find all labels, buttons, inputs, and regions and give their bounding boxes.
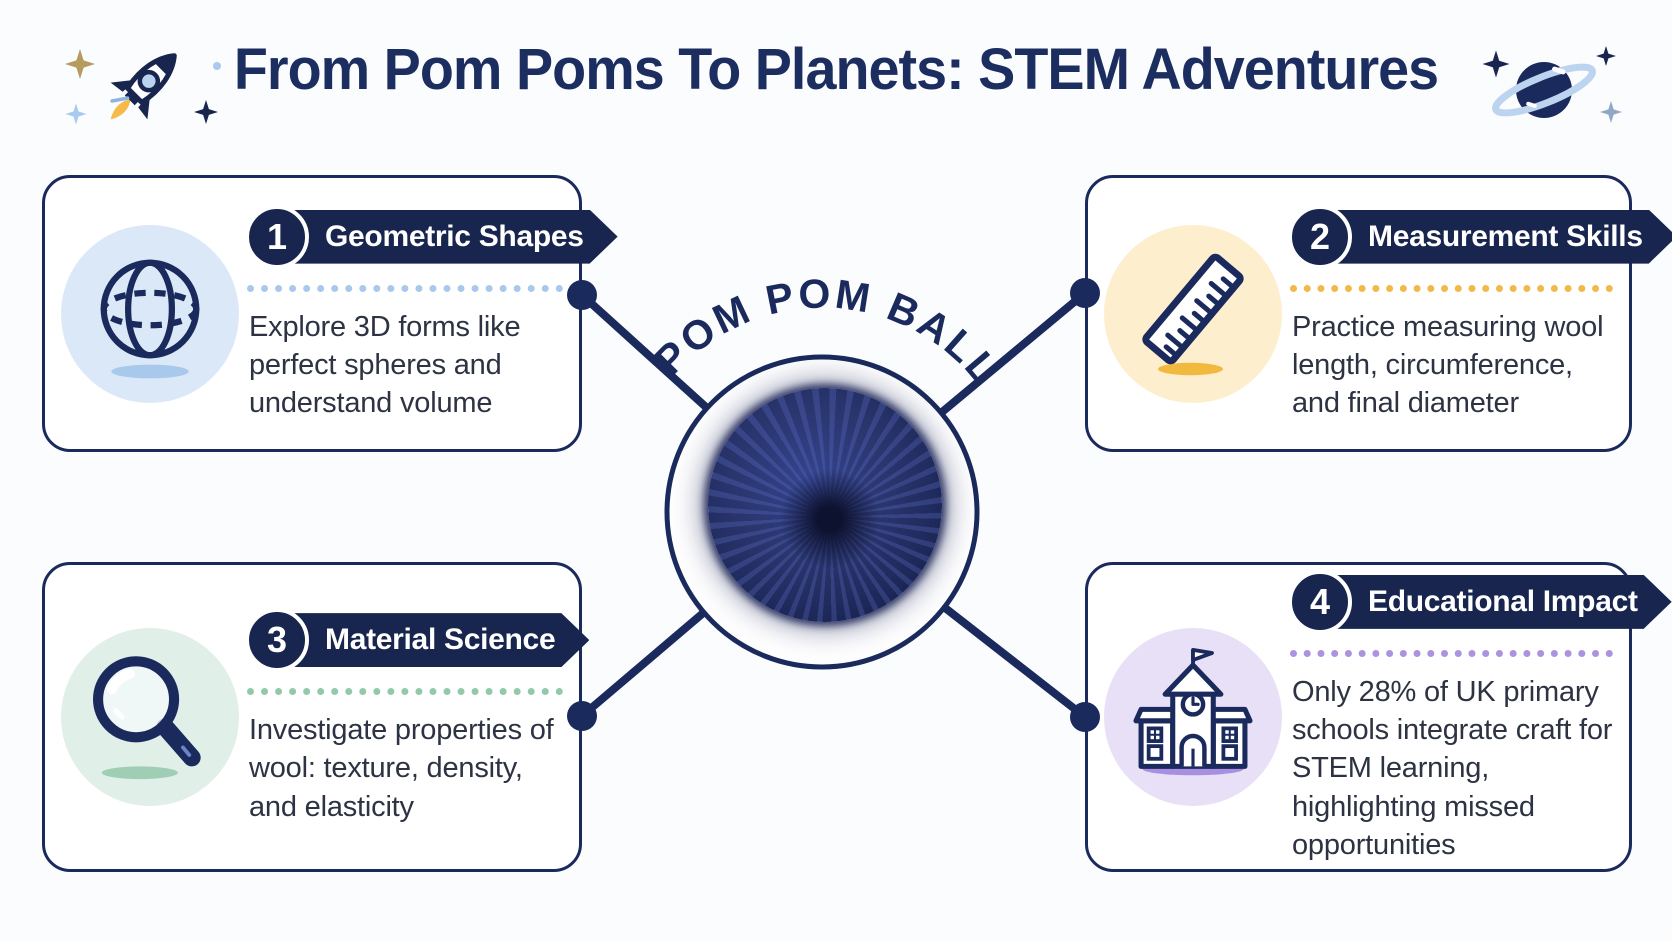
navy-sparkle-icon [1482, 50, 1510, 78]
badge-banner: Measurement Skills [1318, 210, 1672, 264]
dotted-divider [247, 688, 563, 696]
badge-banner: Material Science [275, 613, 589, 667]
card-title: Material Science [325, 623, 556, 657]
blue-sparkle-icon [65, 103, 87, 125]
dotted-divider [1290, 284, 1613, 292]
badge-banner: Geometric Shapes [275, 210, 618, 264]
card-measurement-skills: 2 Measurement Skills Practice measuring … [1085, 175, 1632, 452]
wireframe-sphere-icon [61, 224, 239, 403]
school-building-icon [1104, 628, 1282, 806]
badge-number: 1 [245, 204, 309, 269]
page-title: From Pom Poms To Planets: STEM Adventure… [233, 37, 1439, 102]
card-badge: 1 Geometric Shapes [245, 204, 565, 269]
card-material-science: 3 Material Science Investigate propertie… [42, 562, 582, 872]
card-title: Measurement Skills [1368, 219, 1643, 253]
badge-banner: Educational Impact [1318, 575, 1672, 629]
magnifying-glass-icon [61, 628, 239, 806]
planet-ball [1492, 62, 1596, 118]
card-title: Geometric Shapes [325, 219, 584, 253]
card-educational-impact: 4 Educational Impact Only 28% of UK prim… [1085, 562, 1632, 872]
card-geometric-shapes: 1 Geometric Shapes Explore 3D forms like… [42, 175, 582, 452]
card-badge: 4 Educational Impact [1288, 569, 1615, 634]
center-label-text: POM POM BALL [644, 264, 1012, 395]
saturn-planet-icon [1482, 46, 1622, 123]
rocket-body [110, 53, 177, 120]
ruler-icon [1104, 224, 1282, 403]
card-content: 4 Educational Impact Only 28% of UK prim… [1288, 569, 1615, 864]
badge-number: 4 [1288, 569, 1352, 634]
dotted-divider [1290, 649, 1613, 657]
card-content: 1 Geometric Shapes Explore 3D forms like… [245, 204, 565, 423]
card-title: Educational Impact [1368, 584, 1638, 618]
card-content: 3 Material Science Investigate propertie… [245, 608, 565, 826]
slate-sparkle-icon [1600, 101, 1622, 123]
blue-dot [213, 62, 221, 70]
dotted-divider [247, 284, 563, 292]
card-content: 2 Measurement Skills Practice measuring … [1288, 204, 1615, 423]
card-description: Practice measuring wool length, circumfe… [1292, 310, 1604, 420]
navy-sparkle-icon [1596, 46, 1616, 66]
card-badge: 3 Material Science [245, 608, 565, 673]
badge-number: 3 [245, 608, 309, 673]
gold-sparkle-icon [65, 49, 95, 79]
badge-number: 2 [1288, 204, 1352, 269]
card-description: Investigate properties of wool: texture,… [249, 714, 554, 823]
pom-pom-ball-photo [708, 388, 942, 622]
center-label: POM POM BALL [644, 264, 1012, 395]
rocket-icon [65, 49, 221, 125]
navy-sparkle-icon [194, 100, 218, 124]
card-badge: 2 Measurement Skills [1288, 204, 1615, 269]
card-description: Only 28% of UK primary schools integrate… [1292, 675, 1613, 861]
card-description: Explore 3D forms like perfect spheres an… [249, 310, 521, 420]
